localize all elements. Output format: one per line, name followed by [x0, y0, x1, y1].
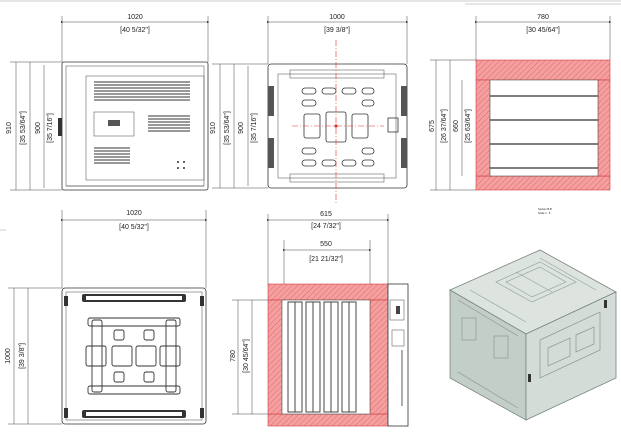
plan-inner-width-mm: 550 [320, 241, 332, 248]
iso-top-grid [469, 257, 597, 323]
side-height-in: [26 37/64"] [441, 109, 448, 143]
front-width-mm: 1020 [127, 14, 143, 21]
section-label-line1: Section B-B [538, 207, 552, 211]
rear-inner-height-in: [35 7/16"] [251, 113, 258, 143]
top-width-in: [40 5/32"] [119, 224, 149, 231]
side-width-mm: 780 [537, 14, 549, 21]
front-inner-height-in: [35 7/16"] [47, 113, 54, 143]
front-vent-right [148, 115, 190, 132]
top-height-in: [39 3/8"] [19, 343, 26, 369]
plan-depth-in: [30 45/64"] [243, 339, 250, 373]
rear-height-mm: 910 [210, 122, 217, 134]
iso-side-features [457, 299, 601, 409]
rear-view: 1000 [39 3/8"] 910 [35 53/64"] 900 [35 7… [210, 14, 409, 204]
side-inner-height-mm: 660 [453, 120, 460, 132]
plan-outer-width-in: [24 7/32"] [311, 223, 341, 230]
section-label-line2: Scale 1 : 5 [538, 211, 551, 215]
front-height-in: [35 53/64"] [20, 111, 27, 145]
rear-height-in: [35 53/64"] [224, 111, 231, 145]
top-view: 1020 [40 5/32"] 1000 [39 3/8"] [5, 210, 208, 425]
top-height-mm: 1000 [5, 348, 12, 364]
rear-width-mm: 1000 [329, 14, 345, 21]
top-width-mm: 1020 [126, 210, 142, 217]
plan-section-view: 615 [24 7/32"] 550 [21 21/32"] 780 [30 4… [230, 211, 409, 427]
sheet-border [0, 0, 621, 231]
plan-outer-width-mm: 615 [320, 211, 332, 218]
plan-depth-mm: 780 [230, 350, 237, 362]
front-width-in: [40 5/32"] [120, 27, 150, 34]
top-grid-pattern [85, 317, 181, 395]
rear-width-in: [39 3/8"] [324, 27, 350, 34]
front-vent-upper [94, 81, 190, 101]
side-height-mm: 675 [429, 120, 436, 132]
isometric-view [449, 249, 617, 421]
side-width-in: [30 45/64"] [526, 27, 560, 34]
front-height-mm: 910 [6, 122, 13, 134]
side-section-view: 780 [30 45/64"] 675 [26 37/64"] 660 [25 … [429, 14, 612, 215]
front-vent-lower [94, 147, 130, 164]
side-inner-height-in: [25 63/64"] [465, 109, 472, 143]
front-inner-height-mm: 900 [35, 122, 42, 134]
front-view: 1020 [40 5/32"] 910 [35 53/64"] 900 [35 … [6, 14, 210, 191]
rear-inner-height-mm: 900 [238, 122, 245, 134]
plan-inner-width-in: [21 21/32"] [309, 256, 343, 263]
plan-rails [287, 301, 357, 413]
